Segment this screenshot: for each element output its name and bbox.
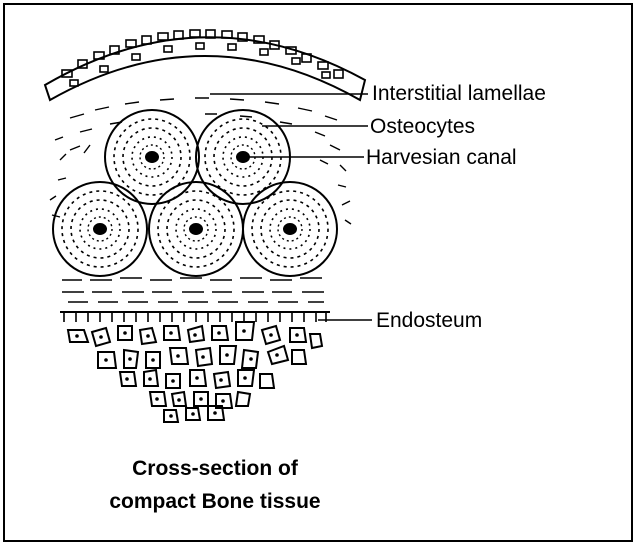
label-harvesian-canal: Harvesian canal — [366, 147, 517, 168]
label-interstitial-lamellae: Interstitial lamellae — [372, 83, 546, 104]
caption-line-2: compact Bone tissue — [60, 486, 370, 519]
inner-lamellae — [62, 278, 324, 302]
osteon-bottom-middle — [149, 182, 243, 276]
osteon-top-left — [105, 110, 199, 204]
interstitial-dashes — [50, 98, 351, 224]
leader-lines — [210, 94, 372, 320]
endosteum-layer — [60, 312, 330, 322]
osteon-bottom-right — [243, 182, 337, 276]
spongy-bone-cells — [68, 322, 322, 422]
caption-line-1: Cross-section of — [60, 453, 370, 486]
label-endosteum: Endosteum — [376, 310, 482, 331]
label-osteocytes: Osteocytes — [370, 116, 475, 137]
osteon-bottom-left — [53, 182, 147, 276]
diagram-caption: Cross-section of compact Bone tissue — [60, 453, 370, 518]
periosteum-band — [45, 37, 365, 100]
